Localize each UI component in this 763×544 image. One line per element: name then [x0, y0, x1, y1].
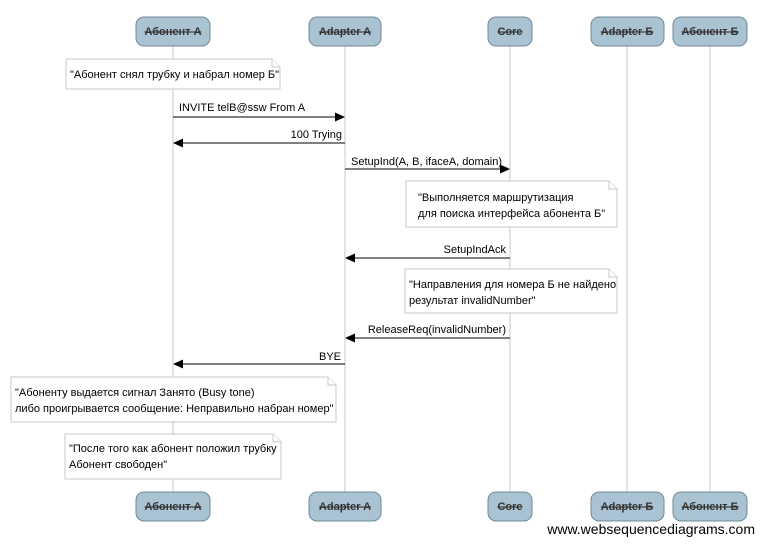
- note-line: для поиска интерфейса абонента Б": [418, 208, 605, 220]
- message-label: INVITE telB@ssw From A: [179, 102, 306, 114]
- note-line: "Абонент снял трубку и набрал номер Б": [70, 69, 279, 81]
- participant-label: Абонент Б: [681, 26, 738, 38]
- participant-label: Core: [497, 501, 522, 513]
- message-5: BYE: [173, 351, 345, 369]
- note-3: "Абоненту выдается сигнал Занято (Busy t…: [10, 376, 337, 423]
- participant-label: Adapter Б: [601, 501, 654, 513]
- message-label: BYE: [319, 351, 341, 363]
- participant-top-abonent-a: Абонент А: [135, 16, 211, 47]
- participant-label: Абонент А: [144, 501, 201, 513]
- message-2: SetupInd(A, B, ifaceA, domain): [345, 156, 510, 174]
- message-label: SetupInd(A, B, ifaceA, domain): [351, 156, 502, 168]
- note-line: "Направления для номера Б не найдено: [409, 279, 616, 291]
- note-4: "После того как абонент положил трубку А…: [64, 433, 282, 480]
- message-1: 100 Trying: [173, 129, 345, 148]
- message-label: SetupIndAck: [444, 244, 507, 256]
- participant-label: Adapter A: [319, 26, 371, 38]
- participant-label: Adapter A: [319, 501, 371, 513]
- participant-label: Абонент А: [144, 26, 201, 38]
- note-line: "После того как абонент положил трубку: [69, 443, 277, 455]
- participant-top-adapter-a: Adapter A: [308, 16, 382, 47]
- note-line: "Выполняется маршрутизация: [418, 192, 574, 204]
- message-3: SetupIndAck: [345, 244, 510, 263]
- note-line: Абонент свободен": [69, 459, 167, 471]
- participant-top-adapter-b: Adapter Б: [590, 16, 665, 47]
- participant-label: Абонент Б: [681, 501, 738, 513]
- message-label: ReleaseReq(invalidNumber): [368, 324, 506, 336]
- note-2: "Направления для номера Б не найдено рез…: [404, 268, 618, 314]
- participant-bottom-abonent-b: Абонент Б: [672, 491, 748, 522]
- message-label: 100 Trying: [291, 129, 342, 141]
- participant-bottom-adapter-b: Adapter Б: [590, 491, 665, 522]
- watermark: www.websequencediagrams.com: [546, 521, 755, 537]
- participant-bottom-abonent-a: Абонент А: [135, 491, 211, 522]
- message-4: ReleaseReq(invalidNumber): [345, 324, 510, 343]
- note-line: результат invalidNumber": [409, 295, 536, 307]
- participant-bottom-core: Core: [487, 491, 533, 522]
- participant-label: Core: [497, 26, 522, 38]
- note-0: "Абонент снял трубку и набрал номер Б": [65, 58, 281, 90]
- participant-top-abonent-b: Абонент Б: [672, 16, 748, 47]
- note-1: "Выполняется маршрутизация для поиска ин…: [405, 180, 618, 228]
- message-0: INVITE telB@ssw From A: [173, 102, 345, 122]
- note-line: "Абоненту выдается сигнал Занято (Busy t…: [15, 387, 255, 399]
- participant-top-core: Core: [487, 16, 533, 47]
- participant-label: Adapter Б: [601, 26, 654, 38]
- note-line: либо проигрывается сообщение: Неправильн…: [15, 403, 334, 415]
- participant-bottom-adapter-a: Adapter A: [308, 491, 382, 522]
